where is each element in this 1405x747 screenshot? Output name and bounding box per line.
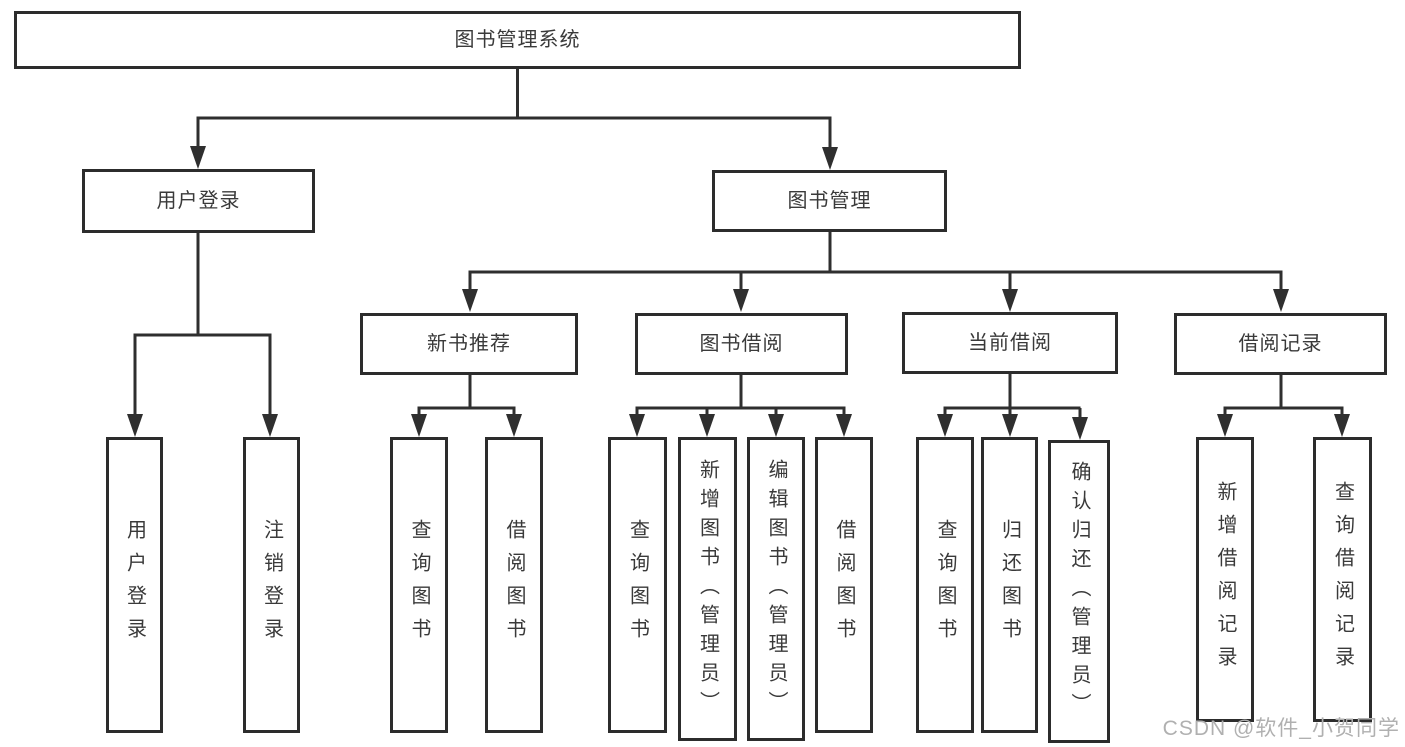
node-query-borrow-record: 查询借阅记录 bbox=[1313, 437, 1372, 722]
arrow-down-icon bbox=[699, 414, 715, 437]
node-book-management: 图书管理 bbox=[712, 170, 947, 232]
node-query-books-current: 查询图书 bbox=[916, 437, 974, 733]
arrow-down-icon bbox=[262, 414, 278, 437]
arrow-down-icon bbox=[1002, 289, 1018, 312]
arrow-down-icon bbox=[1273, 289, 1289, 312]
node-borrow-books-leaf: 借阅图书 bbox=[815, 437, 873, 733]
node-query-books-recommend: 查询图书 bbox=[390, 437, 448, 733]
arrow-down-icon bbox=[629, 414, 645, 437]
node-add-borrow-record: 新增借阅记录 bbox=[1196, 437, 1254, 722]
node-query-books-borrowing: 查询图书 bbox=[608, 437, 667, 733]
arrow-down-icon bbox=[127, 414, 143, 437]
node-user-login-leaf: 用户登录 bbox=[106, 437, 163, 733]
arrow-down-icon bbox=[937, 414, 953, 437]
arrow-down-icon bbox=[462, 289, 478, 312]
arrow-down-icon bbox=[1334, 414, 1350, 437]
arrow-down-icon bbox=[733, 289, 749, 312]
node-borrow-books-recommend: 借阅图书 bbox=[485, 437, 543, 733]
node-return-books: 归还图书 bbox=[981, 437, 1038, 733]
node-borrowing-records: 借阅记录 bbox=[1174, 313, 1387, 375]
node-edit-books-admin: 编辑图书（管理员） bbox=[747, 437, 805, 741]
csdn-watermark: CSDN @软件_小贺同学 bbox=[1162, 717, 1400, 740]
node-confirm-return-admin: 确认归还（管理员） bbox=[1048, 440, 1110, 743]
node-new-book-recommend: 新书推荐 bbox=[360, 313, 578, 375]
node-user-login: 用户登录 bbox=[82, 169, 315, 233]
node-logout: 注销登录 bbox=[243, 437, 300, 733]
arrow-down-icon bbox=[190, 146, 206, 169]
arrow-down-icon bbox=[768, 414, 784, 437]
arrow-down-icon bbox=[1217, 414, 1233, 437]
arrow-down-icon bbox=[1072, 417, 1088, 440]
node-current-borrowing: 当前借阅 bbox=[902, 312, 1118, 374]
node-book-borrowing: 图书借阅 bbox=[635, 313, 848, 375]
arrow-down-icon bbox=[822, 147, 838, 170]
arrow-down-icon bbox=[411, 414, 427, 437]
node-add-books-admin: 新增图书（管理员） bbox=[678, 437, 737, 741]
arrow-down-icon bbox=[506, 414, 522, 437]
arrow-down-icon bbox=[836, 414, 852, 437]
node-library-system: 图书管理系统 bbox=[14, 11, 1021, 69]
arrow-down-icon bbox=[1002, 414, 1018, 437]
